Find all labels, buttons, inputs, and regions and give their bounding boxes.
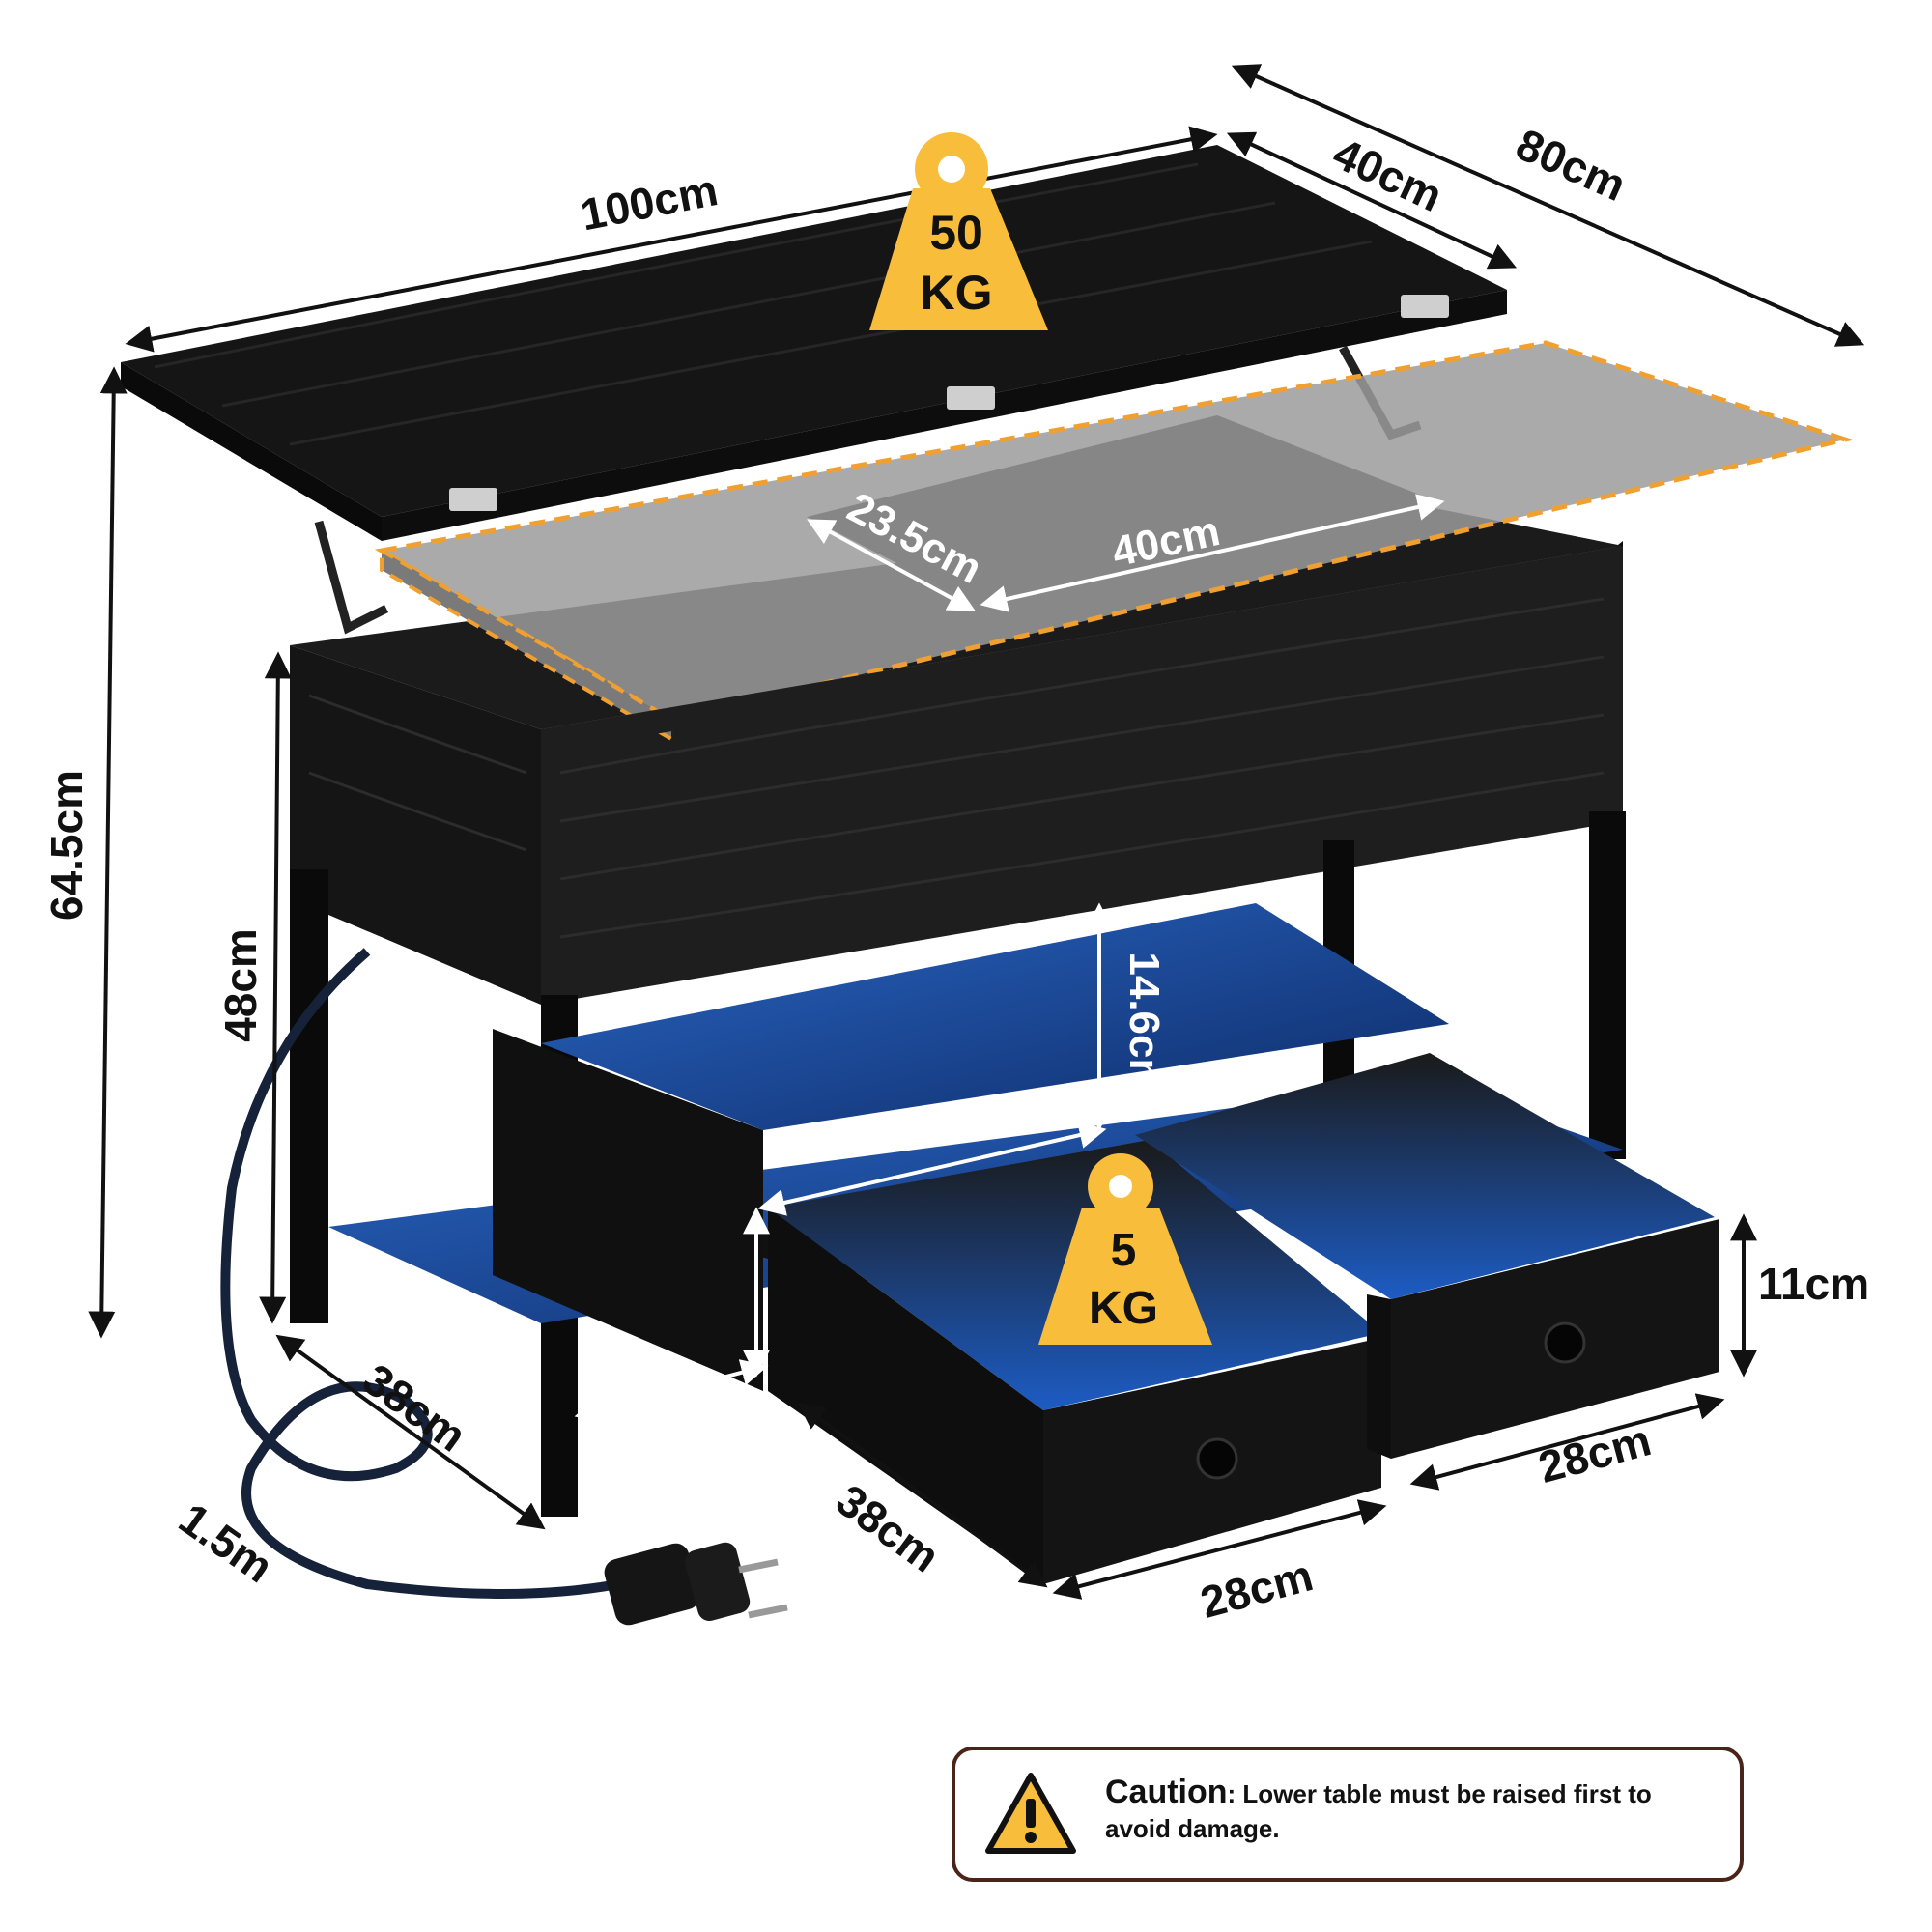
- label-top-width: 100cm: [577, 164, 723, 240]
- dimension-lines: [88, 64, 1865, 1600]
- caution-text: Caution: Lower table must be raised firs…: [1105, 1772, 1723, 1844]
- dim-line-compartment-width: [980, 494, 1445, 612]
- lift-top-front-edge: [382, 290, 1507, 541]
- hinge-plate: [947, 386, 995, 410]
- dim-line-compartment-depth: [807, 519, 976, 611]
- cabinet-left-side: [290, 645, 541, 1005]
- leg-front-right: [1589, 811, 1626, 1159]
- label-body-height: 48cm: [215, 928, 266, 1042]
- drawer-load-unit: KG: [1089, 1283, 1158, 1334]
- label-base-depth: 38cm: [355, 1353, 476, 1461]
- label-drawer-left-width: 28cm: [1195, 1549, 1318, 1628]
- drawer-right-knob[interactable]: [1544, 1321, 1586, 1364]
- power-plug: [604, 1542, 788, 1626]
- top-load-value: 50: [929, 206, 983, 260]
- drawer-load-value: 5: [1111, 1225, 1137, 1276]
- dim-line-shelf-width: [757, 1122, 1107, 1216]
- caution-body: : Lower table must be raised first to av…: [1105, 1779, 1652, 1843]
- weight-icon-top: 50 KG: [869, 132, 1048, 330]
- dim-line-top-width: [125, 126, 1218, 353]
- dim-line-drawer-bay-width: [574, 1359, 769, 1423]
- caution-notice: Caution: Lower table must be raised firs…: [952, 1747, 1744, 1882]
- caution-title: Caution: [1105, 1774, 1228, 1810]
- dim-line-base-depth: [275, 1334, 546, 1530]
- hinge-plate: [449, 488, 497, 511]
- lift-top-edge: [121, 362, 382, 541]
- wood-grain: [308, 597, 1605, 939]
- hinge-plate: [1401, 295, 1449, 318]
- dim-line-total-height: [88, 366, 128, 1339]
- extended-tray-edge: [380, 547, 673, 743]
- inner-dimension-lines: [574, 494, 1445, 1423]
- label-drawer-height: 11cm: [1758, 1259, 1869, 1309]
- label-shelf-clearance: 14.6cm: [1121, 952, 1168, 1095]
- warning-icon: [985, 1773, 1076, 1854]
- middle-shelf: [541, 903, 1449, 1130]
- weight-icon-drawer: 5 KG: [1038, 1153, 1212, 1345]
- drawer-bay: [493, 1029, 763, 1391]
- label-cord-length: 1.5m: [170, 1493, 282, 1593]
- dim-line-drawer-left-width: [1052, 1499, 1387, 1600]
- top-load-unit: KG: [921, 266, 993, 320]
- dim-line-top-depth-extended: [1231, 64, 1865, 347]
- cabinet-front: [541, 546, 1623, 1005]
- dim-line-drawer-right-width: [1409, 1393, 1725, 1491]
- lift-hinge-left: [314, 520, 389, 635]
- label-drawer-right-width: 28cm: [1533, 1414, 1656, 1492]
- leg-front-left: [290, 869, 328, 1323]
- dim-line-body-height: [259, 651, 292, 1324]
- label-total-height: 64.5cm: [42, 770, 92, 921]
- drawer-right-side: [1367, 1294, 1391, 1459]
- dim-line-drawer-depth: [797, 1402, 1048, 1588]
- drawer-left-knob[interactable]: [1196, 1437, 1238, 1480]
- label-drawer-bay-width: 15cm: [610, 1385, 726, 1456]
- drawer-right-inner: [1135, 1053, 1715, 1299]
